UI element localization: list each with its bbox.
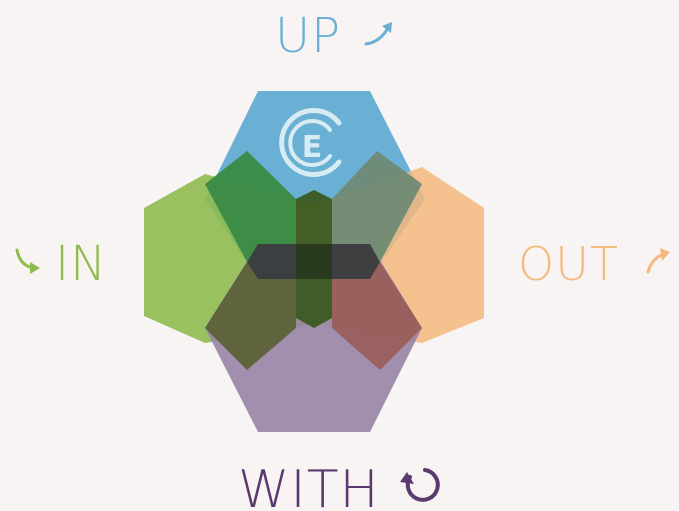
logo-letter: E: [302, 130, 323, 165]
curved-arrow-down-right-icon: [15, 248, 40, 274]
label-up: UP: [275, 8, 341, 64]
label-in: IN: [55, 236, 107, 292]
overlap-up-out: [332, 151, 422, 262]
circular-e-logo-icon: E: [279, 108, 342, 177]
overlap-in-with: [205, 262, 296, 370]
overlap-up-in: [205, 151, 296, 262]
curved-arrow-up-right-icon: [364, 22, 392, 46]
circular-refresh-arrow-icon: [400, 468, 440, 502]
center-intersection: [296, 244, 332, 279]
curved-arrow-up-right-icon: [646, 248, 670, 274]
label-out: OUT: [518, 237, 619, 291]
overlap-out-with: [332, 262, 422, 370]
label-with: WITH: [238, 460, 380, 511]
